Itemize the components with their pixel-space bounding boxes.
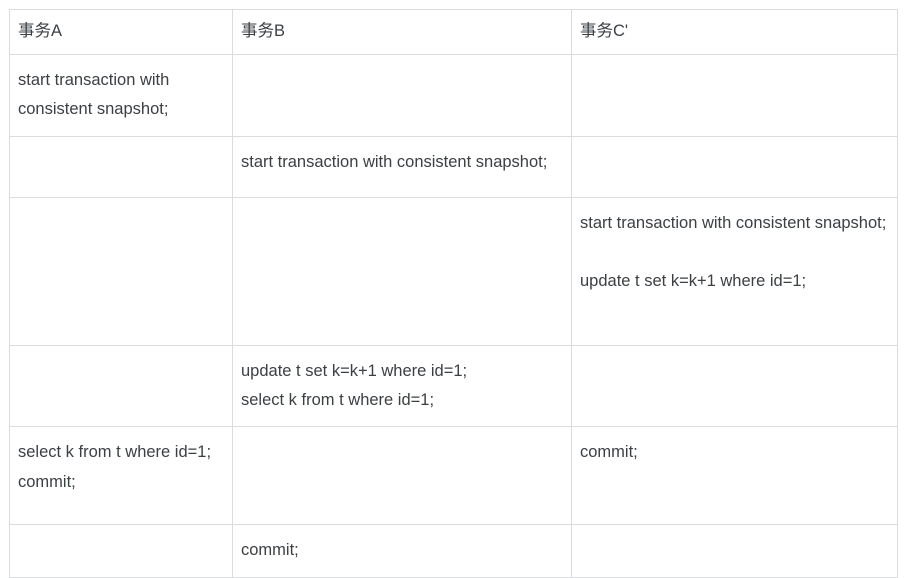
cell-text <box>18 209 225 210</box>
cell-a-2 <box>9 135 233 198</box>
table-row: start transaction with consistent snapsh… <box>9 135 898 198</box>
cell-b-4: update t set k=k+1 where id=1; select k … <box>232 344 572 428</box>
cell-text: commit; <box>241 541 299 560</box>
table-row: commit; <box>9 524 898 578</box>
cell-c-5: commit; <box>571 426 898 526</box>
cell-c-1 <box>571 53 898 137</box>
cell-text: start transaction with consistent snapsh… <box>241 152 548 171</box>
cell-b-5 <box>232 426 572 526</box>
cell-c-4 <box>571 344 898 428</box>
cell-text <box>241 438 564 439</box>
cell-text <box>580 148 890 149</box>
table-row: select k from t where id=1; commit; comm… <box>9 426 898 526</box>
cell-c-3: start transaction with consistent snapsh… <box>571 196 898 346</box>
cell-text: start transaction with consistent snapsh… <box>580 213 887 291</box>
cell-text <box>241 66 564 67</box>
cell-a-1: start transaction with consistent snapsh… <box>9 53 233 137</box>
column-header-transaction-b: 事务B <box>232 9 572 55</box>
cell-text: start transaction with consistent snapsh… <box>18 70 170 119</box>
table-header-row: 事务A 事务B 事务C' <box>9 9 898 55</box>
cell-text <box>18 536 225 537</box>
cell-text <box>580 357 890 358</box>
table-row: update t set k=k+1 where id=1; select k … <box>9 344 898 428</box>
table-row: start transaction with consistent snapsh… <box>9 196 898 346</box>
table-header: 事务A 事务B 事务C' <box>9 9 898 55</box>
cell-text: update t set k=k+1 where id=1; select k … <box>241 361 468 409</box>
cell-c-2 <box>571 135 898 198</box>
cell-a-6 <box>9 524 233 578</box>
transaction-timeline-table: 事务A 事务B 事务C' start transaction with cons… <box>9 9 898 578</box>
cell-text <box>18 357 225 358</box>
column-header-transaction-a: 事务A <box>9 9 233 55</box>
cell-b-3 <box>232 196 572 346</box>
table-body: start transaction with consistent snapsh… <box>9 53 898 578</box>
cell-text <box>18 148 225 149</box>
cell-a-5: select k from t where id=1; commit; <box>9 426 233 526</box>
cell-b-6: commit; <box>232 524 572 578</box>
document-sheet: 事务A 事务B 事务C' start transaction with cons… <box>9 9 898 578</box>
cell-b-2: start transaction with consistent snapsh… <box>232 135 572 198</box>
cell-text: commit; <box>580 443 638 462</box>
cell-text <box>580 66 890 67</box>
cell-text <box>580 536 890 537</box>
column-header-transaction-c: 事务C' <box>571 9 898 55</box>
cell-a-4 <box>9 344 233 428</box>
table-row: start transaction with consistent snapsh… <box>9 53 898 137</box>
cell-a-3 <box>9 196 233 346</box>
cell-text: select k from t where id=1; commit; <box>18 443 212 491</box>
cell-text <box>241 209 564 210</box>
cell-c-6 <box>571 524 898 578</box>
cell-b-1 <box>232 53 572 137</box>
